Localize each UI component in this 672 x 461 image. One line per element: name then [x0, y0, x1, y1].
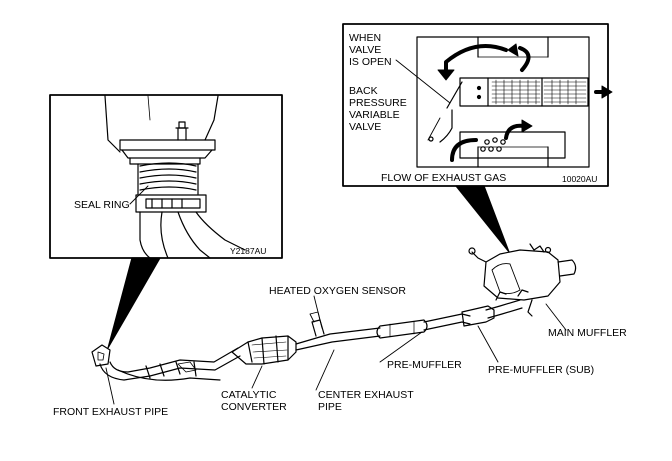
heated-oxygen-sensor-label: HEATED OXYGEN SENSOR	[269, 285, 406, 297]
valve-flow-detail-inset	[342, 23, 613, 187]
back-pressure-valve-label: BACK PRESSURE VARIABLE VALVE	[349, 85, 407, 133]
left-inset-code: Y2187AU	[230, 246, 267, 256]
flow-of-exhaust-gas-label: FLOW OF EXHAUST GAS	[381, 172, 507, 184]
main-muffler-label: MAIN MUFFLER	[548, 327, 627, 339]
pre-muffler-label: PRE-MUFFLER	[387, 359, 462, 371]
catalytic-converter-label: CATALYTIC CONVERTER	[221, 389, 287, 413]
left-inset-pointer	[107, 257, 161, 349]
when-valve-open-label: WHEN VALVE IS OPEN	[349, 32, 392, 68]
seal-ring-label: SEAL RING	[74, 199, 130, 211]
leader-lines	[105, 295, 567, 405]
pre-muffler-sub-label: PRE-MUFFLER (SUB)	[488, 364, 595, 376]
front-exhaust-pipe-label: FRONT EXHAUST PIPE	[53, 406, 169, 418]
right-inset-code: 10020AU	[562, 174, 598, 184]
center-exhaust-pipe-label: CENTER EXHAUST PIPE	[318, 389, 414, 413]
right-inset-pointer	[455, 185, 510, 253]
exhaust-assembly	[91, 243, 577, 381]
seal-ring-detail-inset	[49, 94, 283, 259]
